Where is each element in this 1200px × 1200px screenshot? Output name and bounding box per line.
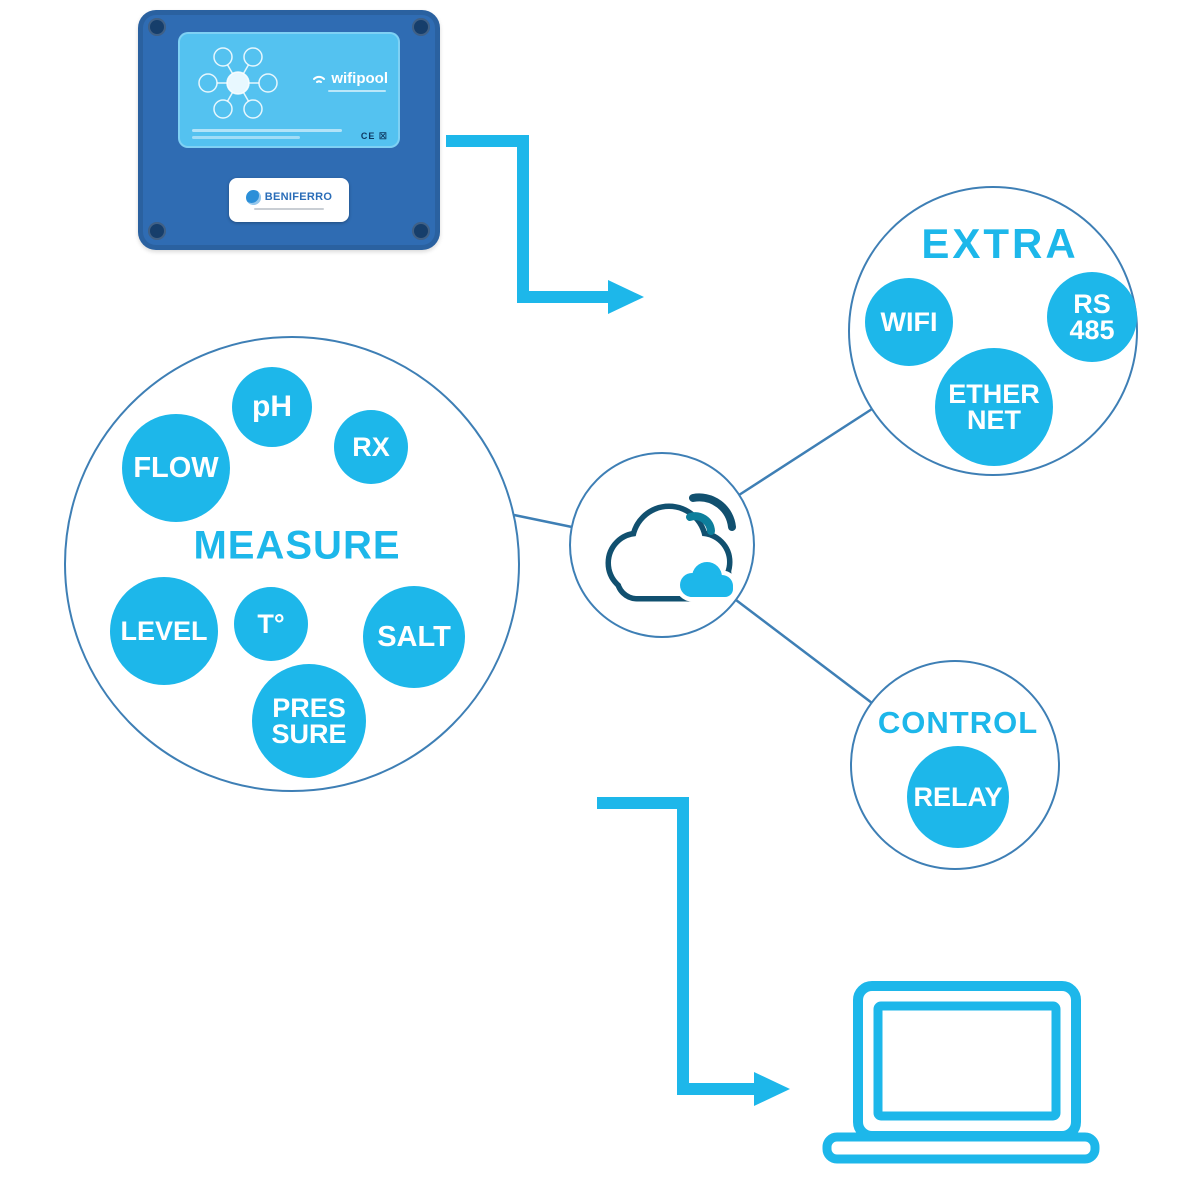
ce-mark: CE ☒ bbox=[360, 131, 388, 141]
control-group-circle bbox=[850, 660, 1060, 870]
fine-print-line bbox=[192, 129, 342, 132]
connector-lines bbox=[513, 407, 873, 704]
arrow-device-to-cloud-icon bbox=[446, 135, 644, 314]
badge-tagline-placeholder bbox=[254, 207, 324, 211]
bubble-wifi: WIFI bbox=[865, 278, 953, 366]
sensor-diagram-icon bbox=[198, 47, 278, 119]
control-title: CONTROL bbox=[877, 705, 1039, 740]
bubble-pressure: PRES SURE bbox=[252, 664, 366, 778]
bubble-rs485: RS 485 bbox=[1047, 272, 1137, 362]
bubble-temperature: T° bbox=[234, 587, 308, 661]
bubble-level: LEVEL bbox=[110, 577, 218, 685]
bubble-salt: SALT bbox=[363, 586, 465, 688]
measure-group-circle bbox=[64, 336, 520, 792]
extra-title: EXTRA bbox=[921, 220, 1079, 267]
small-cloud-icon bbox=[675, 557, 738, 602]
measure-title: MEASURE bbox=[193, 523, 401, 568]
screw-icon bbox=[412, 222, 430, 240]
cloud-icon bbox=[605, 493, 738, 602]
bubble-flow: FLOW bbox=[122, 414, 230, 522]
beniferro-badge-text: BENIFERRO bbox=[264, 191, 333, 204]
device-front-panel: wifipool CE ☒ bbox=[178, 32, 400, 148]
wifi-signal-icon bbox=[686, 493, 736, 535]
logo-tagline-placeholder bbox=[328, 90, 386, 92]
wifipool-controller-device: wifipool CE ☒ BENIFERRO bbox=[138, 10, 440, 250]
connector-cloud-control bbox=[735, 599, 873, 704]
wifipool-brand-text: wifipool bbox=[331, 70, 388, 87]
bubble-ph: pH bbox=[232, 367, 312, 447]
bubble-ethernet: ETHER NET bbox=[935, 348, 1053, 466]
beniferro-badge: BENIFERRO bbox=[229, 178, 349, 222]
bubble-rx: RX bbox=[334, 410, 408, 484]
beniferro-logo-icon bbox=[245, 189, 261, 205]
screw-icon bbox=[412, 18, 430, 36]
laptop-icon bbox=[822, 981, 1100, 1164]
fine-print-line bbox=[192, 136, 300, 139]
screw-icon bbox=[148, 18, 166, 36]
wifi-logo-icon bbox=[313, 75, 326, 83]
extra-group-circle bbox=[848, 186, 1138, 476]
screw-icon bbox=[148, 222, 166, 240]
connector-cloud-extra bbox=[738, 407, 873, 497]
connector-measure-cloud bbox=[513, 513, 573, 529]
bubble-relay: RELAY bbox=[907, 746, 1009, 848]
wifipool-logo: wifipool bbox=[311, 70, 388, 87]
arrow-to-laptop-icon bbox=[597, 797, 790, 1106]
